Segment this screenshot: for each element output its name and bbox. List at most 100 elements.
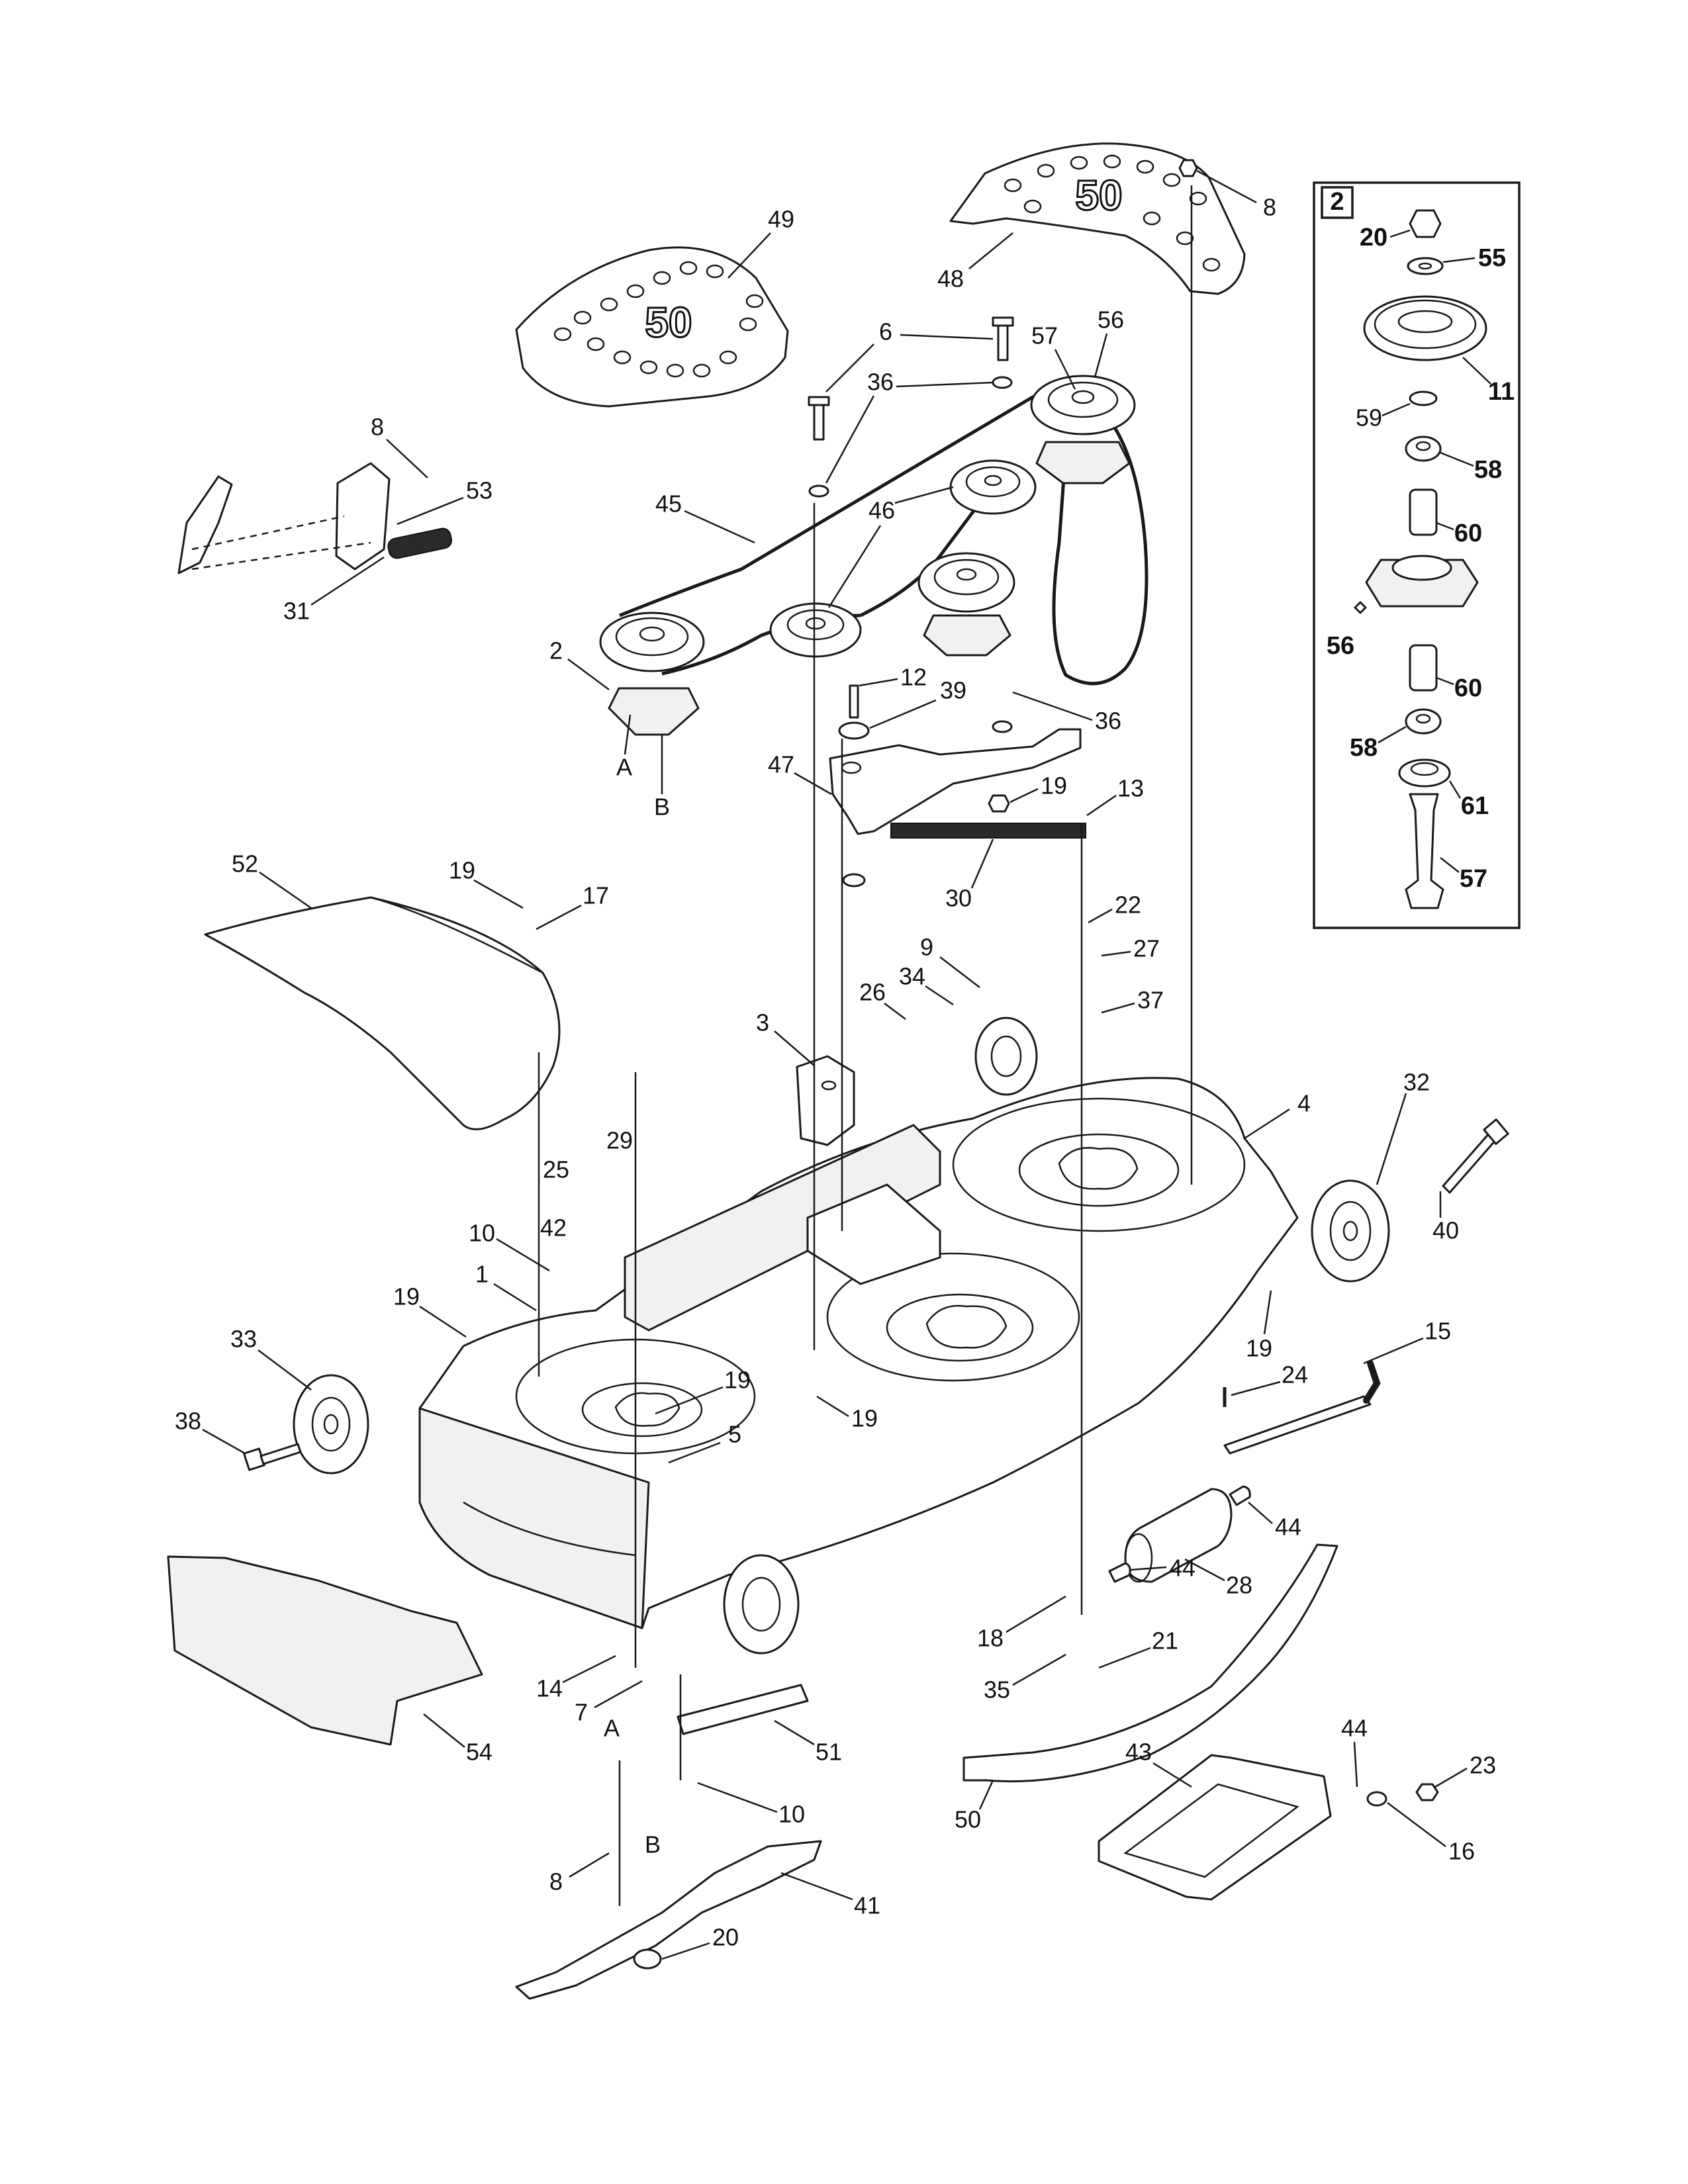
part-51-baffle	[677, 1684, 809, 1735]
callout-52: 52	[232, 850, 258, 878]
part-20-nut	[1409, 209, 1442, 238]
callout-31: 31	[283, 598, 310, 625]
part-53-lift-bracket	[177, 462, 391, 574]
callout-30: 30	[945, 885, 972, 912]
part-60-spacer-top	[1409, 488, 1438, 536]
callout-56-inset: 56	[1327, 632, 1354, 660]
part-16-23-nuts	[1366, 1783, 1439, 1807]
callout-11: 11	[1488, 378, 1515, 406]
callout-39: 39	[940, 677, 966, 704]
callout-A-blade: A	[604, 1715, 620, 1742]
part-50-bumper	[962, 1543, 1338, 1783]
part-30-spring	[890, 823, 1086, 839]
callout-6: 6	[879, 318, 892, 345]
callout-26: 26	[859, 979, 886, 1006]
callout-19-right: 19	[1246, 1335, 1272, 1362]
part-31-spring	[387, 527, 453, 559]
spindle-inset-panel: 2 20 55 11 59	[1313, 181, 1521, 929]
callout-A-spindle: A	[616, 754, 632, 781]
part-3-bracket	[796, 1055, 855, 1146]
part-32-gauge-wheel	[1311, 1179, 1390, 1283]
callout-20-blade: 20	[712, 1924, 739, 1951]
callout-36-right: 36	[1095, 707, 1121, 735]
callout-27: 27	[1133, 935, 1160, 962]
callout-32: 32	[1403, 1069, 1430, 1096]
callout-17: 17	[583, 882, 609, 909]
callout-47: 47	[768, 751, 794, 778]
callout-41: 41	[854, 1892, 880, 1919]
callout-57: 57	[1031, 322, 1058, 349]
callout-14: 14	[536, 1675, 563, 1702]
callout-4: 4	[1297, 1090, 1311, 1117]
part-15-rod	[1223, 1360, 1381, 1455]
callout-8-left: 8	[371, 414, 384, 441]
callout-B-blade: B	[645, 1831, 661, 1858]
callout-9: 9	[920, 934, 933, 961]
part-rear-wheel-top	[974, 1017, 1038, 1096]
part-41-blade	[515, 1840, 822, 2000]
cover-49-logo: 50	[645, 298, 692, 346]
callout-19-bracket: 19	[1041, 772, 1067, 799]
callout-58-bottom: 58	[1350, 734, 1378, 762]
callout-34: 34	[899, 963, 925, 990]
callout-40: 40	[1432, 1217, 1459, 1244]
part-56-screw-inset	[1354, 601, 1367, 614]
part-57-shaft-inset	[1405, 793, 1444, 909]
callout-53: 53	[466, 477, 492, 504]
callout-44-roller-right: 44	[1275, 1514, 1301, 1541]
callout-19-left: 19	[393, 1283, 420, 1310]
callout-59: 59	[1356, 404, 1382, 432]
callout-5: 5	[728, 1421, 741, 1448]
callout-12: 12	[900, 664, 927, 691]
part-2-spindle-pulley-left	[599, 612, 705, 736]
callout-19-center: 19	[724, 1367, 751, 1394]
part-spindle-pulley-center	[917, 552, 1015, 657]
inset-box-label: 2	[1330, 188, 1344, 216]
callout-35: 35	[984, 1676, 1010, 1704]
cover-48-logo: 50	[1075, 171, 1122, 219]
callout-60-top: 60	[1454, 520, 1482, 547]
callout-44-bracket: 44	[1341, 1715, 1368, 1742]
part-33-gauge-wheel	[293, 1374, 369, 1475]
part-front-wheel-bottom	[723, 1554, 800, 1655]
part-39-washer-12-bolt	[838, 684, 1010, 887]
part-52-discharge-chute	[204, 896, 561, 1130]
callout-55: 55	[1478, 244, 1506, 272]
callout-42: 42	[540, 1214, 567, 1242]
callout-45: 45	[655, 490, 682, 518]
callout-43: 43	[1125, 1739, 1152, 1766]
part-46-idler-pulley-center	[769, 602, 862, 658]
callout-B-spindle: B	[654, 794, 670, 821]
part-11-pulley	[1363, 295, 1487, 361]
callout-28: 28	[1226, 1572, 1252, 1599]
callout-60-bottom: 60	[1454, 674, 1482, 702]
callout-57-inset: 57	[1460, 865, 1487, 893]
callout-8-blade: 8	[549, 1868, 563, 1895]
callout-8-top: 8	[1263, 194, 1276, 221]
part-49-belt-cover-left: 50	[515, 246, 789, 408]
callout-23: 23	[1470, 1752, 1496, 1779]
callout-44-roller-left: 44	[1169, 1555, 1196, 1582]
callout-24: 24	[1282, 1361, 1308, 1388]
part-59-bushing	[1409, 390, 1438, 406]
part-8-bolt-top	[1178, 159, 1198, 177]
part-38-bolt	[243, 1443, 302, 1471]
callout-20-inset: 20	[1360, 224, 1387, 251]
part-28-roller	[1124, 1488, 1233, 1583]
part-4-mower-deck	[418, 1077, 1299, 1629]
callout-58-top: 58	[1474, 456, 1502, 484]
callout-1: 1	[475, 1261, 489, 1288]
callout-18: 18	[977, 1625, 1004, 1652]
callouts: 8 49 48 6 57 56 36 8 53 45 46 31 2 12 39…	[175, 169, 1496, 1960]
callout-10-deck: 10	[469, 1220, 495, 1247]
callout-19-lower: 19	[851, 1405, 878, 1432]
callout-2: 2	[549, 637, 563, 664]
callout-25: 25	[543, 1156, 569, 1183]
callout-49: 49	[768, 206, 794, 233]
callout-3: 3	[756, 1009, 769, 1036]
callout-16: 16	[1448, 1838, 1475, 1865]
callout-22: 22	[1115, 891, 1141, 919]
callout-13: 13	[1117, 775, 1144, 802]
assembly-lines	[538, 185, 1193, 1906]
